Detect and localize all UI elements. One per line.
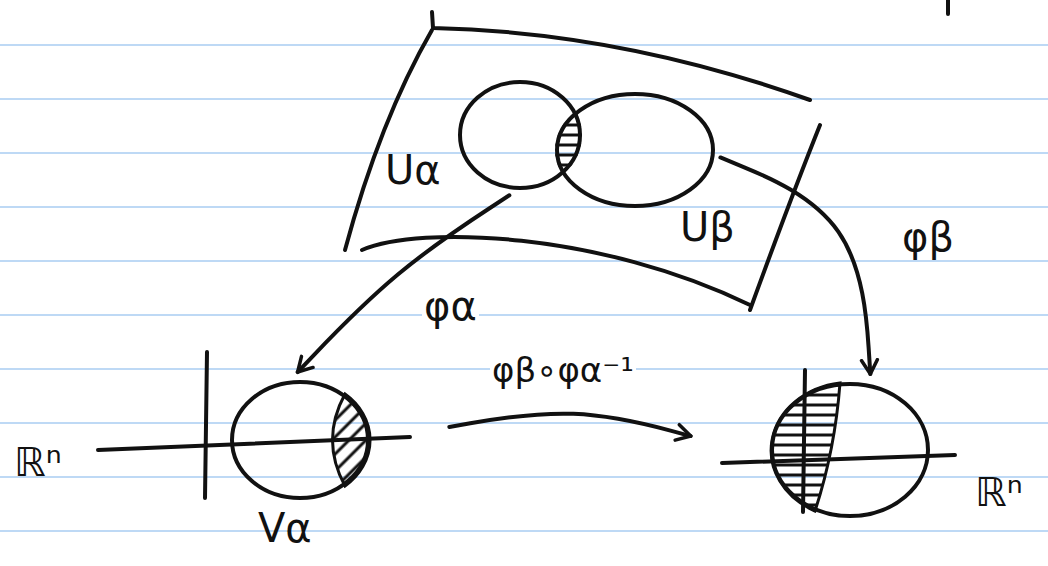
chart-image: Vα [230,380,370,500]
ellipse-outline [555,92,715,208]
space-label: ℝⁿ [14,440,62,484]
set-label: Uα [385,148,441,192]
set-label: Uβ [680,205,735,249]
chart-domain: Uβ [555,92,715,208]
manifold-outline [345,0,948,310]
map-label: φβ∘φα⁻¹ [490,352,636,389]
set-label: Vα [258,506,312,550]
map-label: φβ [900,215,956,259]
coordinate-axes [98,352,955,512]
map-arrow [298,195,510,372]
ellipse-outline [770,382,930,518]
map-arrow [720,157,870,374]
set-label: ℝⁿ [975,470,1023,514]
ruled-lines [0,45,1048,531]
overlap-hatching [540,80,630,210]
chart-image: ℝⁿ [770,382,930,518]
map-arrow [449,414,690,436]
map-label: φα [422,284,479,328]
ellipse-outline [230,380,370,500]
